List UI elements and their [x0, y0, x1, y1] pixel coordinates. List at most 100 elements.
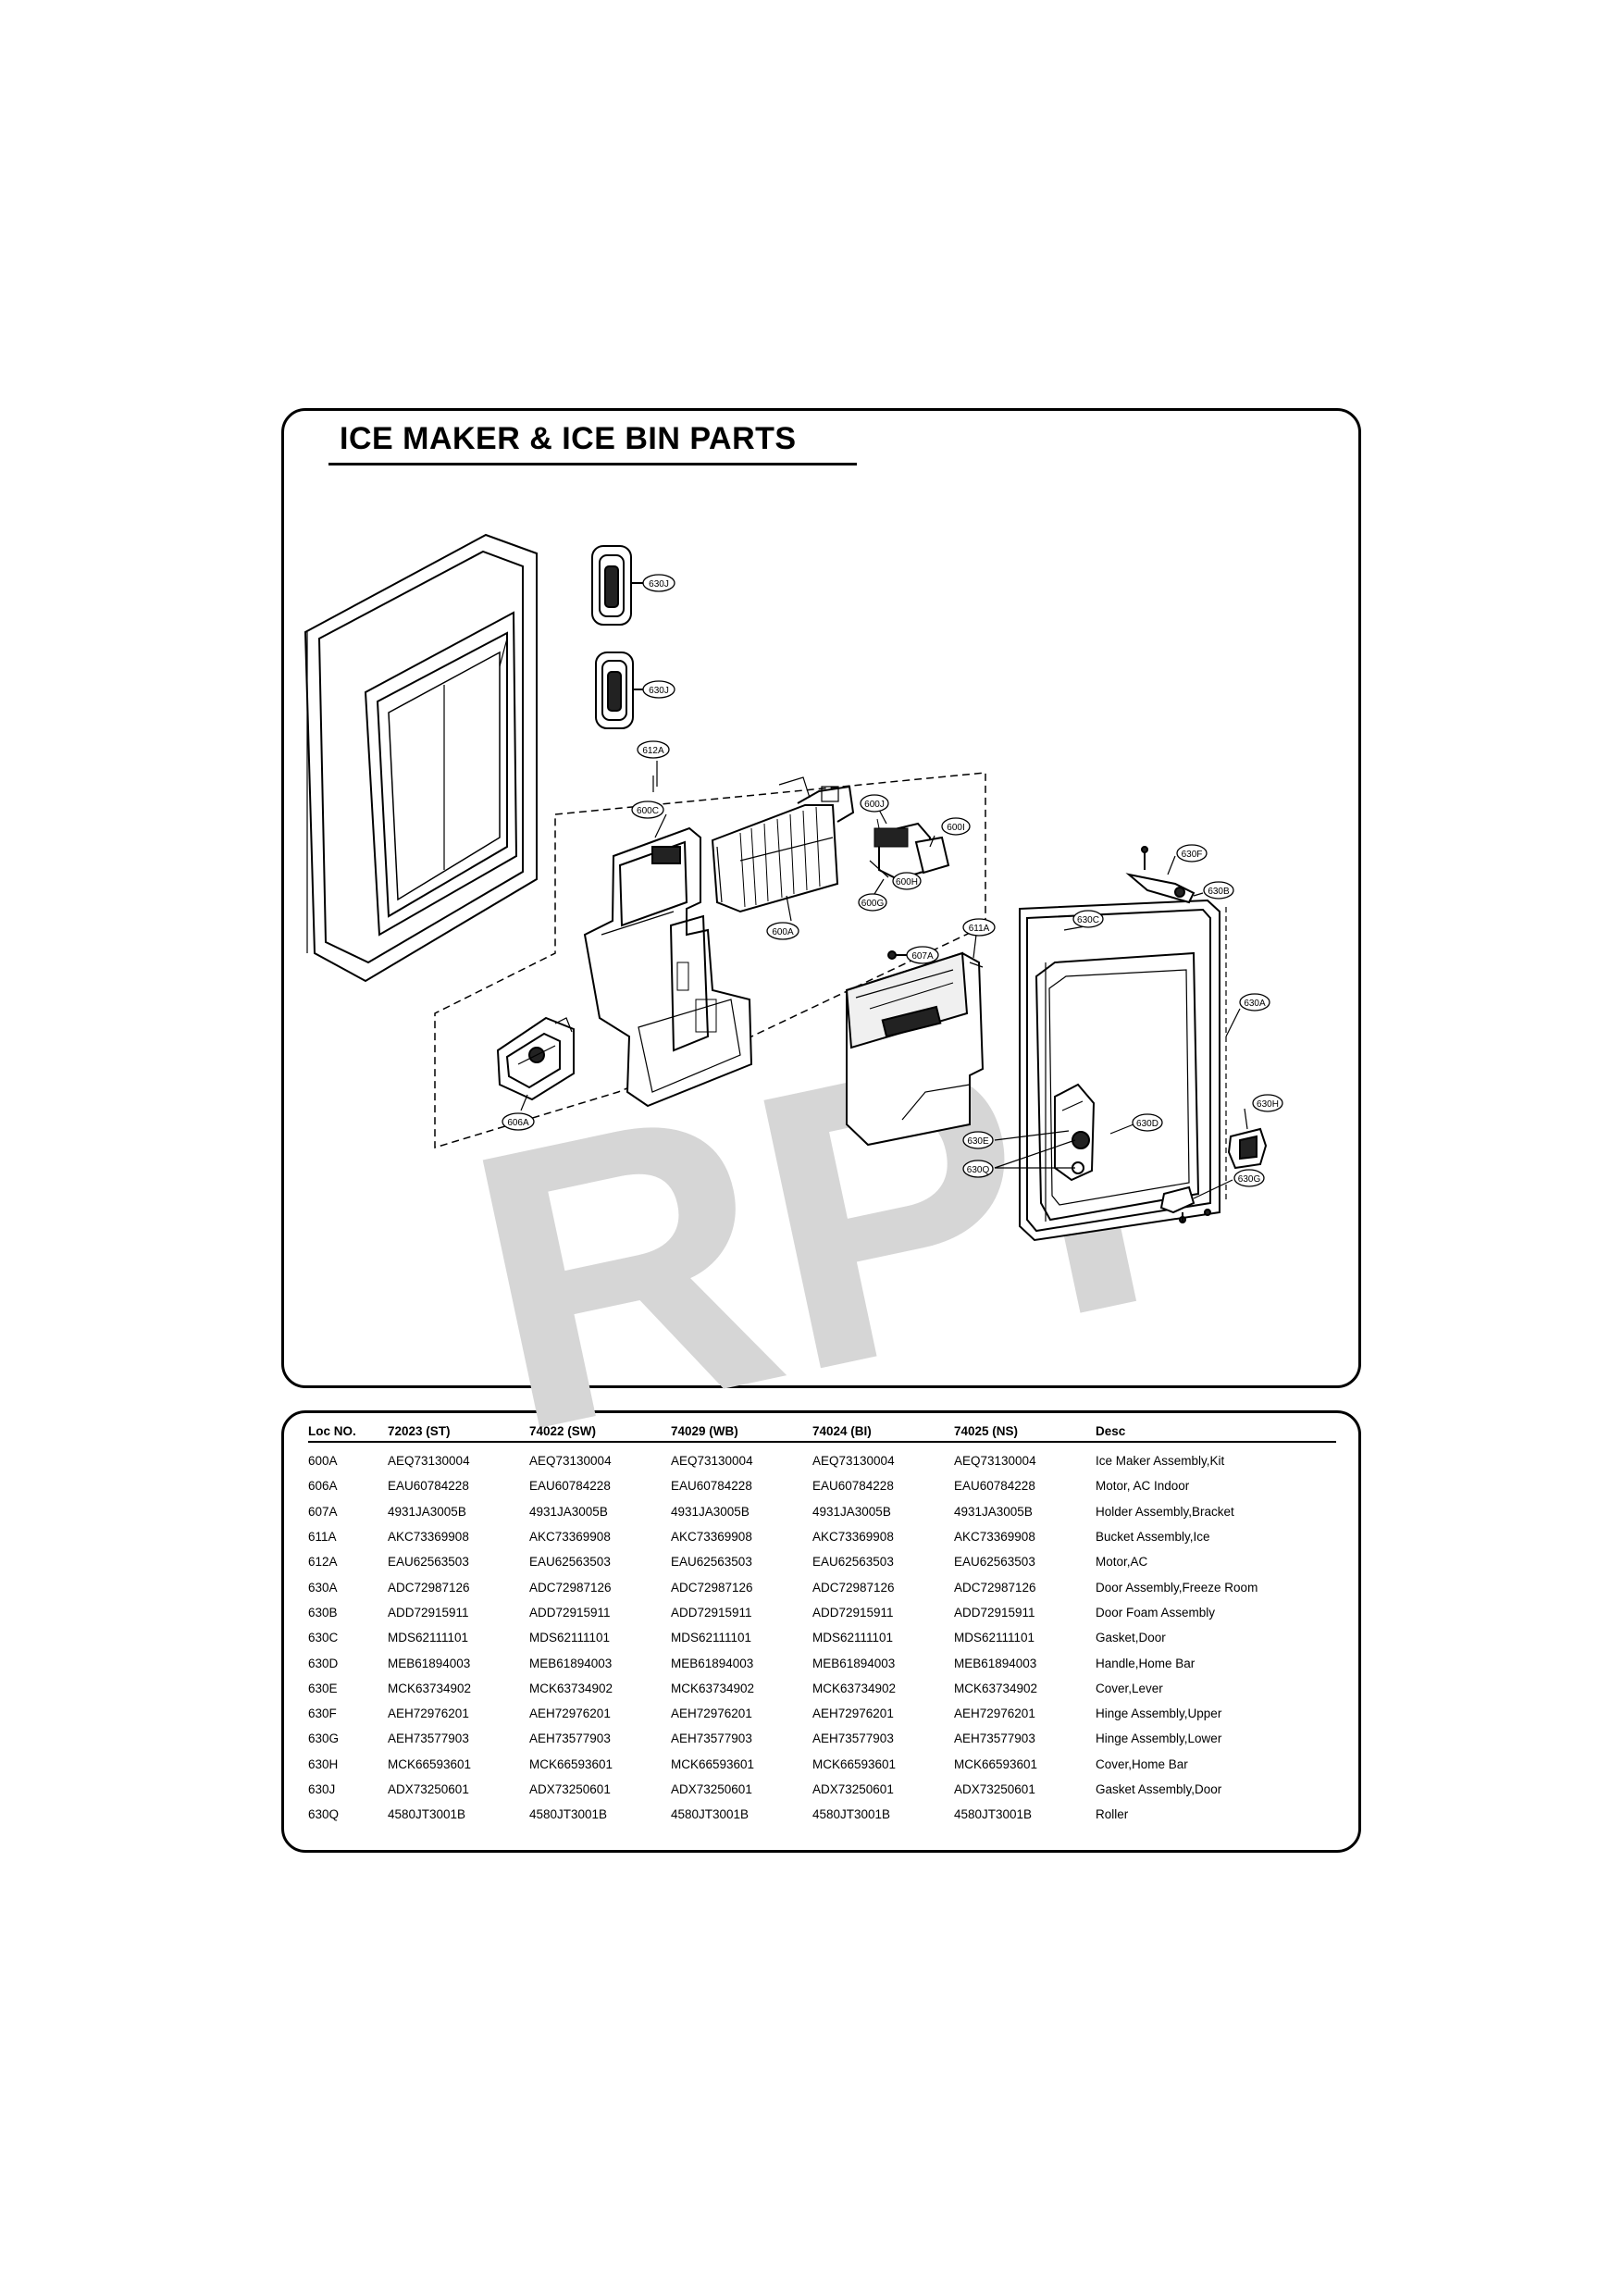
table-cell: AEQ73130004 — [812, 1454, 895, 1469]
table-cell: EAU60784228 — [529, 1479, 611, 1494]
table-cell: ADD72915911 — [954, 1605, 1035, 1620]
ice-maker-unit — [711, 776, 855, 913]
table-cell: ADX73250601 — [529, 1782, 611, 1796]
table-cell: MCK63734902 — [812, 1681, 897, 1695]
table-cell: AEH73577903 — [954, 1731, 1035, 1746]
table-cell: AEH73577903 — [812, 1731, 894, 1746]
table-cell: ADX73250601 — [671, 1782, 752, 1796]
svg-text:630Q: 630Q — [967, 1165, 990, 1175]
table-cell: AEH73577903 — [529, 1731, 611, 1746]
table-cell: MEB61894003 — [671, 1656, 754, 1670]
svg-text:630J: 630J — [649, 686, 669, 696]
page-title: ICE MAKER & ICE BIN PARTS — [340, 421, 797, 456]
table-row: 630B ADD72915911 ADD72915911 ADD72915911 ADD… — [308, 1600, 1336, 1625]
table-cell: EAU62563503 — [954, 1555, 1035, 1570]
table-cell: Cover,Home Bar — [1096, 1756, 1188, 1771]
svg-text:600I: 600I — [947, 823, 964, 833]
table-cell: AEQ73130004 — [388, 1454, 470, 1469]
callout-600H: 600H — [892, 872, 922, 890]
column-header: 74029 (WB) — [671, 1423, 738, 1438]
callout-630Q: 630Q — [962, 1160, 994, 1178]
table-cell: 630B — [308, 1605, 338, 1620]
table-cell: Door Foam Assembly — [1096, 1605, 1216, 1620]
table-cell: EAU62563503 — [529, 1555, 611, 1570]
table-cell: EAU62563503 — [671, 1555, 752, 1570]
table-cell: AEH72976201 — [529, 1706, 611, 1721]
table-cell: EAU60784228 — [954, 1479, 1035, 1494]
table-cell: AKC73369908 — [529, 1530, 611, 1545]
callout-600C: 600C — [631, 800, 664, 819]
table-cell: MEB61894003 — [954, 1656, 1037, 1670]
table-cell: 630G — [308, 1731, 340, 1746]
table-cell: MCK63734902 — [954, 1681, 1038, 1695]
table-cell: MDS62111101 — [529, 1631, 611, 1645]
table-cell: AEH72976201 — [671, 1706, 752, 1721]
callout-630A: 630A — [1239, 993, 1270, 1011]
svg-text:630F: 630F — [1182, 850, 1203, 860]
table-cell: 4580JT3001B — [954, 1807, 1033, 1822]
title-underline — [328, 463, 857, 465]
table-cell: 630F — [308, 1706, 337, 1721]
table-cell: ADD72915911 — [388, 1605, 469, 1620]
table-cell: 4931JA3005B — [812, 1504, 891, 1519]
table-cell: AEH72976201 — [812, 1706, 894, 1721]
table-cell: AKC73369908 — [812, 1530, 894, 1545]
table-cell: AEQ73130004 — [671, 1454, 753, 1469]
table-cell: MEB61894003 — [812, 1656, 896, 1670]
table-cell: MDS62111101 — [388, 1631, 469, 1645]
callout-600A: 600A — [766, 922, 799, 940]
table-cell: 630C — [308, 1631, 339, 1645]
table-cell: AKC73369908 — [388, 1530, 469, 1545]
svg-text:630B: 630B — [1208, 887, 1230, 897]
column-header: 72023 (ST) — [388, 1423, 451, 1438]
svg-text:630E: 630E — [967, 1136, 989, 1147]
table-cell: Hinge Assembly,Upper — [1096, 1706, 1222, 1721]
callout-630J-lower: 630J — [642, 680, 675, 699]
table-cell: Cover,Lever — [1096, 1681, 1163, 1695]
callout-630B: 630B — [1203, 881, 1234, 900]
table-cell: EAU60784228 — [671, 1479, 752, 1494]
table-cell: 630E — [308, 1681, 338, 1695]
callout-630D: 630D — [1132, 1113, 1163, 1132]
svg-text:630H: 630H — [1257, 1099, 1279, 1110]
column-header: Desc — [1096, 1423, 1126, 1438]
svg-text:606A: 606A — [507, 1118, 529, 1128]
table-cell: MCK66593601 — [671, 1756, 755, 1771]
table-cell: ADD72915911 — [671, 1605, 752, 1620]
table-cell: Ice Maker Assembly,Kit — [1096, 1454, 1225, 1469]
table-cell: ADX73250601 — [954, 1782, 1035, 1796]
svg-text:600J: 600J — [864, 800, 885, 810]
table-cell: MEB61894003 — [388, 1656, 471, 1670]
freezer-door-panel — [304, 533, 538, 983]
callout-600J: 600J — [860, 794, 889, 813]
table-cell: 4580JT3001B — [388, 1807, 466, 1822]
svg-text:630C: 630C — [1077, 915, 1099, 925]
table-cell: 4931JA3005B — [388, 1504, 466, 1519]
table-cell: AKC73369908 — [954, 1530, 1035, 1545]
callout-612A: 612A — [637, 740, 670, 759]
callout-630C: 630C — [1072, 910, 1104, 928]
table-cell: AEH73577903 — [388, 1731, 469, 1746]
svg-text:607A: 607A — [911, 951, 934, 962]
table-cell: ADX73250601 — [388, 1782, 469, 1796]
table-cell: EAU60784228 — [812, 1479, 894, 1494]
column-header: 74024 (BI) — [812, 1423, 872, 1438]
callout-630H: 630H — [1252, 1094, 1283, 1112]
table-cell: ADD72915911 — [529, 1605, 611, 1620]
table-cell: 4580JT3001B — [812, 1807, 891, 1822]
callout-606A: 606A — [502, 1112, 535, 1131]
table-cell: 600A — [308, 1454, 338, 1469]
table-cell: Motor,AC — [1096, 1555, 1148, 1570]
table-cell: MCK66593601 — [388, 1756, 472, 1771]
svg-text:600C: 600C — [637, 806, 659, 816]
ice-bucket — [845, 951, 985, 1147]
callout-630J-upper: 630J — [642, 574, 675, 592]
table-cell: Gasket,Door — [1096, 1631, 1166, 1645]
